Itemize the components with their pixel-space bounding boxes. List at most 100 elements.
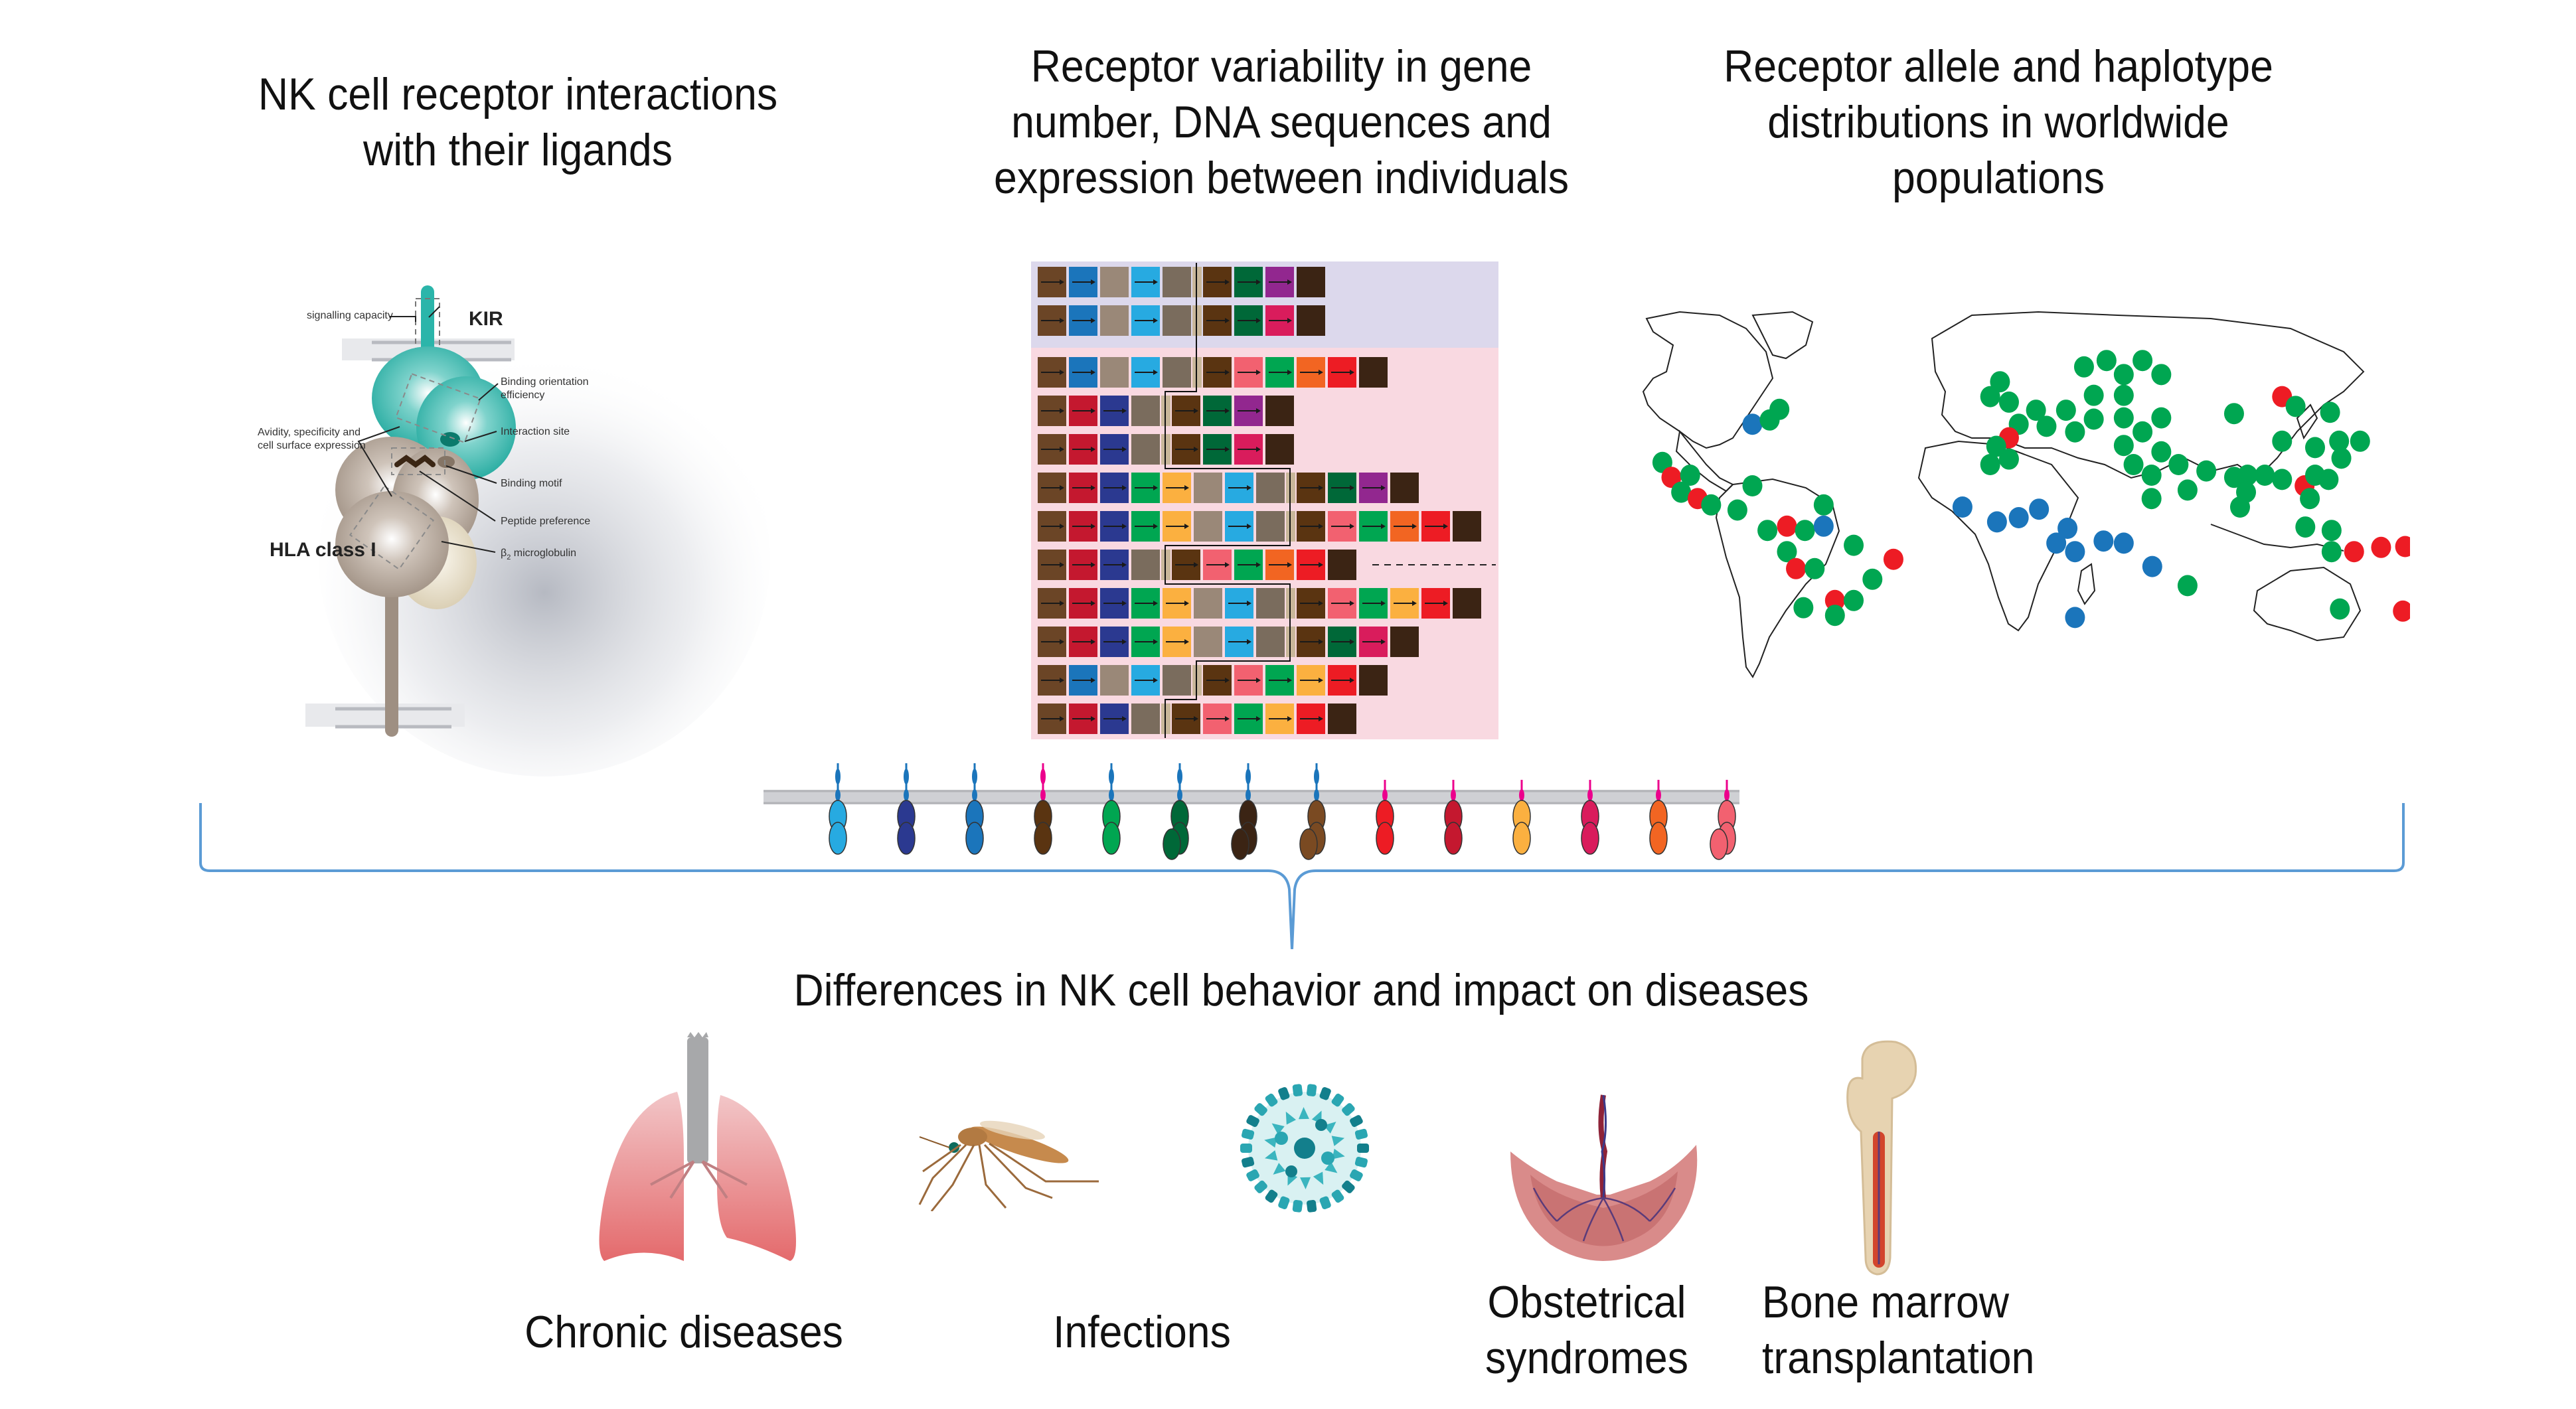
population-dot-green (1998, 448, 2019, 470)
receptor-domain (1102, 822, 1121, 855)
australia-outline (2253, 566, 2362, 642)
outcome-subtitle: Differences in NK cell behavior and impa… (793, 965, 1809, 1015)
population-dot-green (2295, 516, 2316, 538)
population-dot-green (1980, 386, 2000, 408)
gene-block (1359, 357, 1388, 388)
population-dot-red (1824, 589, 1845, 611)
population-dot-red (1883, 548, 1903, 570)
gene-block (1194, 588, 1222, 619)
haplotype-row (1038, 267, 1325, 297)
gene-block (1328, 550, 1356, 580)
haplotype-row (1038, 305, 1325, 336)
population-dot-green (2141, 488, 2162, 510)
gene-block (1163, 267, 1191, 297)
population-dot-green (2168, 454, 2189, 475)
summary-bracket (199, 803, 2405, 950)
population-dot-green (2133, 350, 2153, 372)
population-dot-green (2065, 421, 2085, 443)
population-dot-red (2371, 536, 2391, 558)
population-dot-blue (2057, 518, 2078, 539)
population-dot-blue (2065, 607, 2085, 629)
gene-block (1265, 434, 1294, 465)
population-dot-green (2113, 407, 2134, 429)
population-dot-green (2350, 430, 2370, 452)
receptor-domain (1512, 822, 1531, 855)
population-dot-green (2083, 384, 2104, 406)
gene-block (1131, 550, 1160, 580)
kir-receptor (1444, 780, 1463, 855)
haplotype-row (1038, 473, 1419, 503)
population-dot-green (1769, 398, 1790, 420)
receptor-domain (1034, 822, 1052, 855)
kir-receptor (965, 763, 984, 855)
receptor-domain (1710, 828, 1728, 860)
gene-block (1100, 305, 1129, 336)
annotation-peptide-preference: Peptide preference (501, 516, 590, 527)
population-dot-red (2344, 541, 2364, 563)
annotation-interaction-site: Interaction site (501, 426, 570, 437)
gene-block (1453, 588, 1481, 619)
africa-outline (1917, 440, 2079, 632)
gene-block (1390, 627, 1419, 657)
population-dot-green (2151, 364, 2172, 386)
receptor-domain (1376, 822, 1394, 855)
haplotype-row (1038, 357, 1388, 388)
population-dot-green (1990, 371, 2010, 393)
haplotype-row (1038, 588, 1481, 619)
label-bone-marrow-transplantation: Bone marrow transplantation (1762, 1277, 2035, 1383)
population-sample-dots (1652, 350, 2410, 629)
gene-block (1194, 627, 1222, 657)
kir-receptor (1299, 763, 1326, 860)
population-dot-green (2321, 520, 2342, 542)
gene-block (1297, 267, 1325, 297)
binding-motif-spot (438, 456, 455, 468)
population-dot-green (1813, 494, 1834, 516)
placenta-icon (1510, 1094, 1698, 1261)
lungs-icon (599, 1032, 796, 1261)
receptor-domain (1649, 822, 1668, 855)
population-dot-green (1777, 541, 1797, 563)
population-dot-blue (2142, 556, 2162, 577)
gene-block (1390, 473, 1419, 503)
population-dot-green (1862, 568, 1883, 590)
kir-receptor (1512, 780, 1531, 855)
population-dot-green (2223, 403, 2244, 425)
nk-receptor-repertoire (764, 763, 1739, 860)
annotation-signalling-capacity: signalling capacity (307, 310, 393, 321)
population-dot-green (2177, 575, 2198, 597)
label-chronic-diseases: Chronic diseases (524, 1307, 843, 1357)
gene-block (1297, 305, 1325, 336)
receptor-domain (1444, 822, 1463, 855)
haplotype-row (1038, 627, 1419, 657)
kir-receptor (897, 763, 916, 855)
receptor-domain (965, 822, 984, 855)
population-dot-green (2237, 465, 2258, 486)
population-dot-green (1980, 454, 2000, 475)
population-dot-green (2123, 454, 2144, 475)
greenland-outline (1751, 311, 1814, 360)
label-infections: Infections (1053, 1307, 1231, 1357)
population-dot-red (1777, 515, 1797, 537)
population-dot-blue (2065, 541, 2085, 563)
population-dot-green (2300, 488, 2320, 510)
gene-block (1256, 473, 1285, 503)
annotation-avidity-1: Avidity, specificity and (258, 427, 361, 438)
japan-outline (2296, 404, 2318, 440)
annotation-binding-orientation-1: Binding orientation (501, 376, 589, 388)
kir-receptor (1102, 763, 1121, 855)
kir-receptor (1034, 763, 1052, 855)
kir-receptor (1163, 763, 1189, 860)
population-dot-green (1998, 391, 2019, 413)
haplotype-row (1038, 396, 1294, 426)
gene-block (1163, 305, 1191, 336)
annotation-b2m: β2 microglobulin (501, 548, 576, 561)
kir-label: KIR (469, 308, 503, 330)
gene-block (1131, 434, 1160, 465)
population-dot-green (2036, 415, 2057, 437)
receptor-domain (1581, 822, 1599, 855)
population-dot-green (2141, 465, 2162, 486)
population-dot-green (2318, 469, 2339, 490)
population-dot-green (2255, 465, 2275, 486)
population-dot-red (2393, 600, 2410, 622)
peptide-icon (394, 454, 436, 468)
